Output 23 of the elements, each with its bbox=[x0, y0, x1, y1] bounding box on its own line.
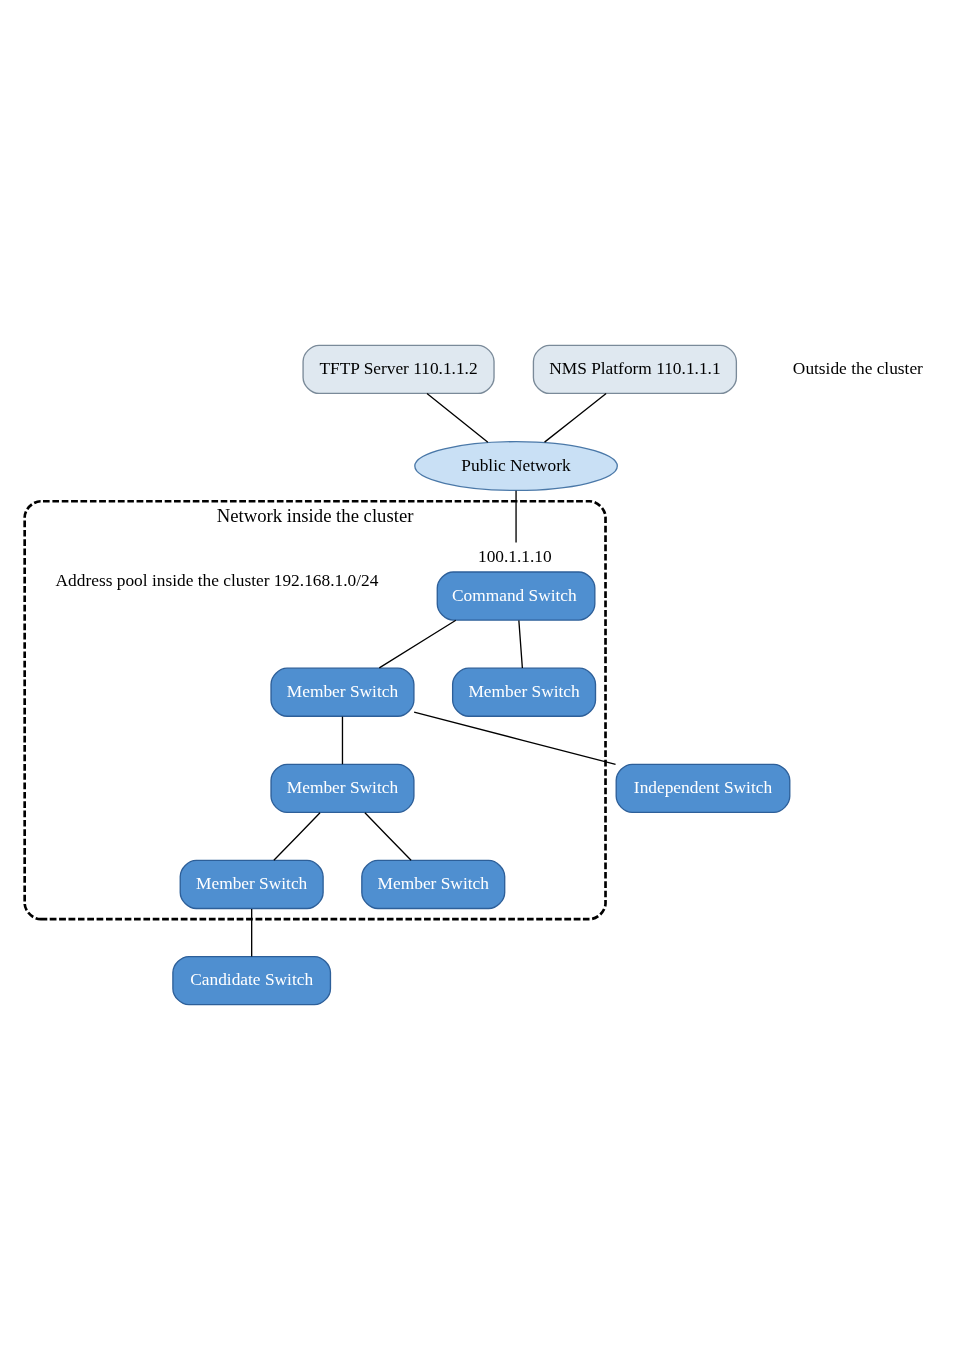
node-box: NMS Platform 110.1.1.1 bbox=[532, 344, 738, 395]
node-box: Independent Switch bbox=[615, 763, 791, 814]
node-ellipse: Public Network bbox=[414, 440, 618, 492]
node-box: Member Switch bbox=[179, 859, 324, 910]
node-box: TFTP Server 110.1.1.2 bbox=[302, 344, 495, 395]
connector bbox=[364, 812, 412, 861]
connector bbox=[413, 711, 617, 765]
label: Outside the cluster bbox=[792, 358, 923, 378]
node-box: Member Switch bbox=[361, 859, 506, 910]
connector bbox=[543, 392, 607, 443]
node-box: Member Switch bbox=[270, 667, 415, 717]
label: Address pool inside the cluster 192.168.1.0/24 bbox=[55, 570, 379, 590]
node-box: Member Switch bbox=[451, 667, 597, 717]
node-box: Member Switch bbox=[270, 763, 415, 814]
connector bbox=[426, 392, 489, 443]
connector bbox=[341, 715, 344, 765]
node-box: Candidate Switch bbox=[172, 955, 332, 1006]
connector bbox=[273, 812, 321, 861]
connector bbox=[251, 908, 253, 958]
node-label: 100.1.1.10 bbox=[478, 546, 552, 566]
connector bbox=[378, 619, 457, 669]
connector bbox=[518, 619, 524, 669]
connector bbox=[515, 490, 517, 544]
